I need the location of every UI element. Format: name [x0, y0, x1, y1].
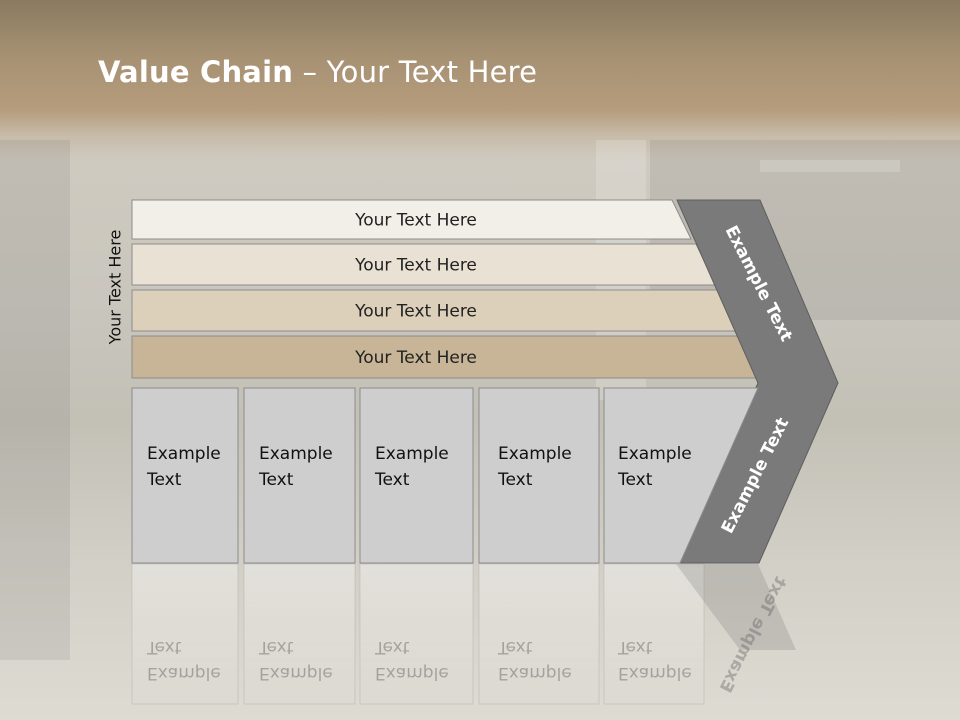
cell-1-line1-reflection: Example	[147, 663, 221, 683]
title-rest: – Your Text Here	[293, 55, 538, 89]
cell-3-line2: Text	[374, 470, 410, 490]
bg-light	[760, 160, 900, 172]
cell-box-1	[131, 387, 239, 564]
cell-4-line1: Example	[498, 444, 572, 464]
cell-box-3	[359, 387, 474, 564]
row-band-1	[131, 199, 692, 240]
cell-box-2	[243, 387, 356, 564]
cell-1-line2-reflection: Text	[146, 637, 182, 657]
cell-5-line1: Example	[618, 444, 692, 464]
cell-3-line2-reflection: Text	[374, 637, 410, 657]
cell-4-line1-reflection: Example	[498, 663, 572, 683]
cell-2-line2-reflection: Text	[258, 637, 294, 657]
row-label-4: Your Text Here	[354, 348, 477, 368]
cell-2-line2: Text	[258, 470, 294, 490]
cell-2-line1: Example	[259, 444, 333, 464]
cell-2-line1-reflection: Example	[259, 663, 333, 683]
cell-1-line2: Text	[146, 470, 182, 490]
cell-3-line1-reflection: Example	[375, 663, 449, 683]
cell-4-line2: Text	[497, 470, 533, 490]
cell-5-line2: Text	[617, 470, 653, 490]
cell-5-line1-reflection: Example	[618, 663, 692, 683]
bg-left-shade	[0, 140, 70, 660]
chevron-arrow	[676, 199, 839, 564]
cell-5-line2-reflection: Text	[617, 637, 653, 657]
slide-title: Value Chain – Your Text Here	[98, 55, 537, 89]
cell-4-line2-reflection: Text	[497, 637, 533, 657]
cell-box-4	[478, 387, 600, 564]
cell-3-line1: Example	[375, 444, 449, 464]
cell-1-line1: Example	[147, 444, 221, 464]
title-bold: Value Chain	[98, 55, 294, 89]
row-label-3: Your Text Here	[354, 302, 477, 322]
row-label-2: Your Text Here	[354, 256, 477, 276]
row-label-1: Your Text Here	[354, 211, 477, 231]
cell-box-5	[603, 387, 759, 564]
